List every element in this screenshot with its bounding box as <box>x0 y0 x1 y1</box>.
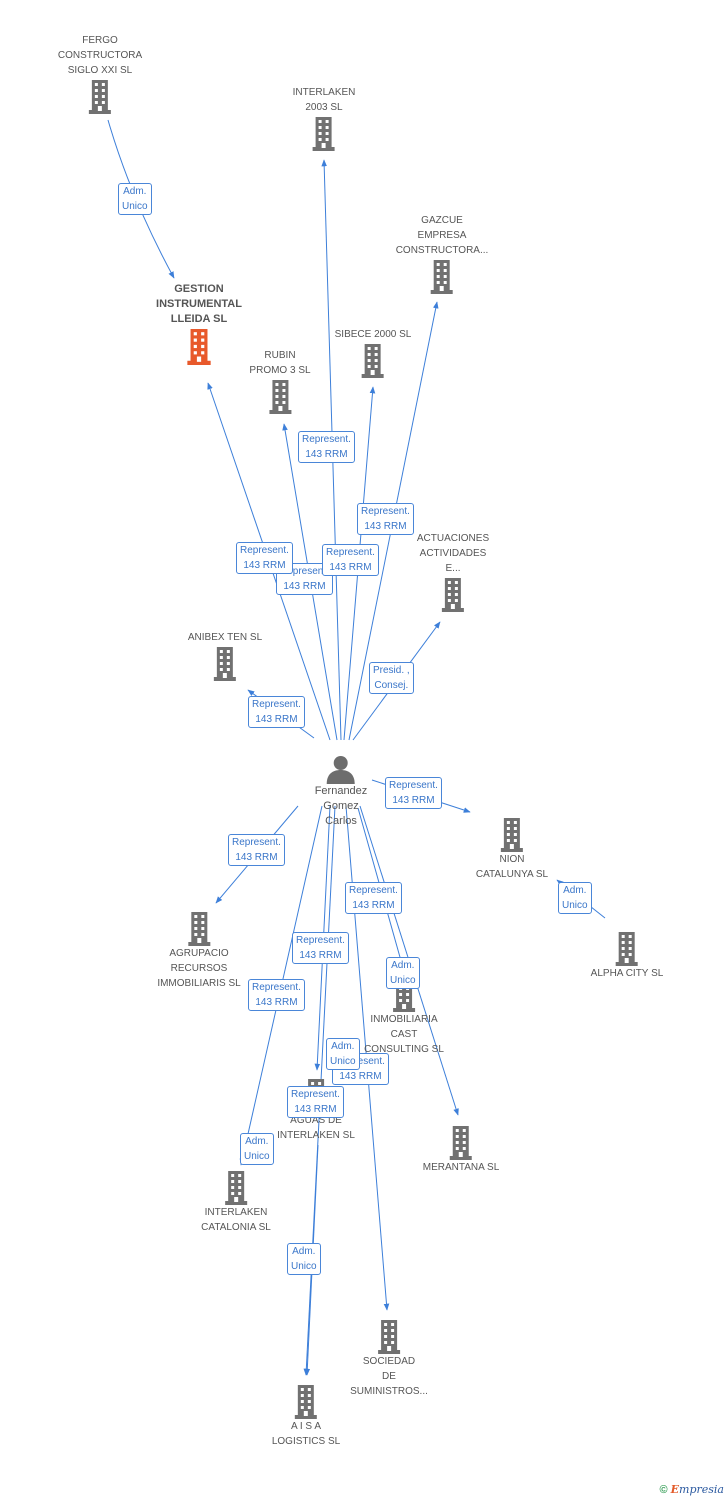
company-label: FERGO CONSTRUCTORA SIGLO XXI SL <box>57 35 143 76</box>
building-icon <box>312 117 335 151</box>
person-label: Fernandez Gomez Carlos <box>314 785 368 827</box>
building-icon <box>501 818 523 852</box>
company-node-actuaciones[interactable]: ACTUACIONES ACTIVIDADES E... <box>417 531 489 612</box>
building-icon <box>362 344 384 378</box>
relation-label[interactable]: Represent. 143 RRM <box>287 1086 344 1118</box>
building-icon <box>187 912 210 946</box>
building-icon <box>88 80 111 114</box>
company-node-sociedad[interactable]: SOCIEDAD DE SUMINISTROS... <box>350 1318 428 1399</box>
relation-label[interactable]: Represent. 143 RRM <box>357 503 414 535</box>
company-node-nion[interactable]: NION CATALUNYA SL <box>476 816 548 882</box>
company-label: ACTUACIONES ACTIVIDADES E... <box>416 533 490 574</box>
relation-label[interactable]: Represent. 143 RRM <box>248 696 305 728</box>
building-icon <box>294 1385 317 1419</box>
relation-label[interactable]: Adm. Unico <box>287 1243 321 1275</box>
relation-label[interactable]: Represent. 143 RRM <box>228 834 285 866</box>
company-label: AGUAS DE INTERLAKEN SL <box>277 1115 355 1141</box>
company-label: RUBIN PROMO 3 SL <box>249 350 311 376</box>
company-label-main: GESTION INSTRUMENTAL LLEIDA SL <box>156 283 242 325</box>
relation-label[interactable]: Adm. Unico <box>118 183 152 215</box>
building-icon <box>441 578 464 612</box>
company-label: GAZCUE EMPRESA CONSTRUCTORA... <box>395 215 489 256</box>
building-icon <box>268 380 291 414</box>
company-node-alpha[interactable]: ALPHA CITY SL <box>590 930 664 981</box>
building-icon <box>225 1171 247 1205</box>
relation-label[interactable]: Presid. , Consej. <box>369 662 414 694</box>
relation-label[interactable]: Represent. 143 RRM <box>292 932 349 964</box>
company-node-anibex[interactable]: ANIBEX TEN SL <box>188 630 262 681</box>
company-node-agrupacio[interactable]: AGRUPACIO RECURSOS IMMOBILIARIS SL <box>157 910 241 991</box>
relation-label[interactable]: Represent. 143 RRM <box>345 882 402 914</box>
building-icon <box>213 647 236 681</box>
company-label: INTERLAKEN 2003 SL <box>292 87 356 113</box>
building-icon <box>377 1320 400 1354</box>
copyright-icon: © <box>659 1484 668 1496</box>
relation-label[interactable]: Adm. Unico <box>386 957 420 989</box>
relation-label[interactable]: Represent. 143 RRM <box>385 777 442 809</box>
brand-logo-e: E <box>670 1483 680 1496</box>
company-node-aisa[interactable]: A I S A LOGISTICS SL <box>272 1383 340 1449</box>
company-node-sibece[interactable]: SIBECE 2000 SL <box>334 327 412 378</box>
company-label: ALPHA CITY SL <box>590 968 664 979</box>
company-label: A I S A LOGISTICS SL <box>271 1421 341 1447</box>
company-label: INMOBILIARIA CAST CONSULTING SL <box>364 1014 444 1055</box>
company-label: SIBECE 2000 SL <box>334 329 412 340</box>
company-label: INTERLAKEN CATALONIA SL <box>201 1207 271 1233</box>
company-node-interlaken-2003[interactable]: INTERLAKEN 2003 SL <box>292 85 356 151</box>
company-node-rubin[interactable]: RUBIN PROMO 3 SL <box>249 348 311 414</box>
relation-label[interactable]: Represent. 143 RRM <box>248 979 305 1011</box>
company-node-gazcue[interactable]: GAZCUE EMPRESA CONSTRUCTORA... <box>395 213 489 294</box>
building-icon-highlighted <box>187 329 211 365</box>
brand-logo-text: mpresia <box>679 1483 724 1496</box>
company-label: ANIBEX TEN SL <box>187 632 263 643</box>
company-label: SOCIEDAD DE SUMINISTROS... <box>350 1356 428 1397</box>
relation-label[interactable]: Represent. 143 RRM <box>236 542 293 574</box>
company-node-fergo[interactable]: FERGO CONSTRUCTORA SIGLO XXI SL <box>58 33 142 114</box>
company-label: MERANTANA SL <box>422 1162 500 1173</box>
company-node-interlaken-catalonia[interactable]: INTERLAKEN CATALONIA SL <box>201 1169 271 1235</box>
company-node-merantana[interactable]: MERANTANA SL <box>422 1124 500 1175</box>
brand-footer: © Empresia <box>659 1483 724 1496</box>
person-node[interactable]: Fernandez Gomez Carlos <box>314 752 368 829</box>
building-icon <box>615 932 638 966</box>
building-icon <box>450 1126 472 1160</box>
relation-label[interactable]: Adm. Unico <box>558 882 592 914</box>
company-node-gestion[interactable]: GESTION INSTRUMENTAL LLEIDA SL <box>156 282 242 365</box>
company-node-inmobiliaria[interactable]: INMOBILIARIA CAST CONSULTING SL <box>364 976 444 1057</box>
company-label: AGRUPACIO RECURSOS IMMOBILIARIS SL <box>157 948 241 989</box>
building-icon <box>430 260 453 294</box>
relation-label[interactable]: Adm. Unico <box>240 1133 274 1165</box>
company-node-aguas[interactable]: AGUAS DE INTERLAKEN SL <box>277 1077 355 1143</box>
relation-label[interactable]: Adm. Unico <box>326 1038 360 1070</box>
company-label: NION CATALUNYA SL <box>475 854 549 880</box>
relation-label[interactable]: Represent. 143 RRM <box>322 544 379 576</box>
person-icon <box>327 756 355 784</box>
relation-label[interactable]: Represent. 143 RRM <box>298 431 355 463</box>
